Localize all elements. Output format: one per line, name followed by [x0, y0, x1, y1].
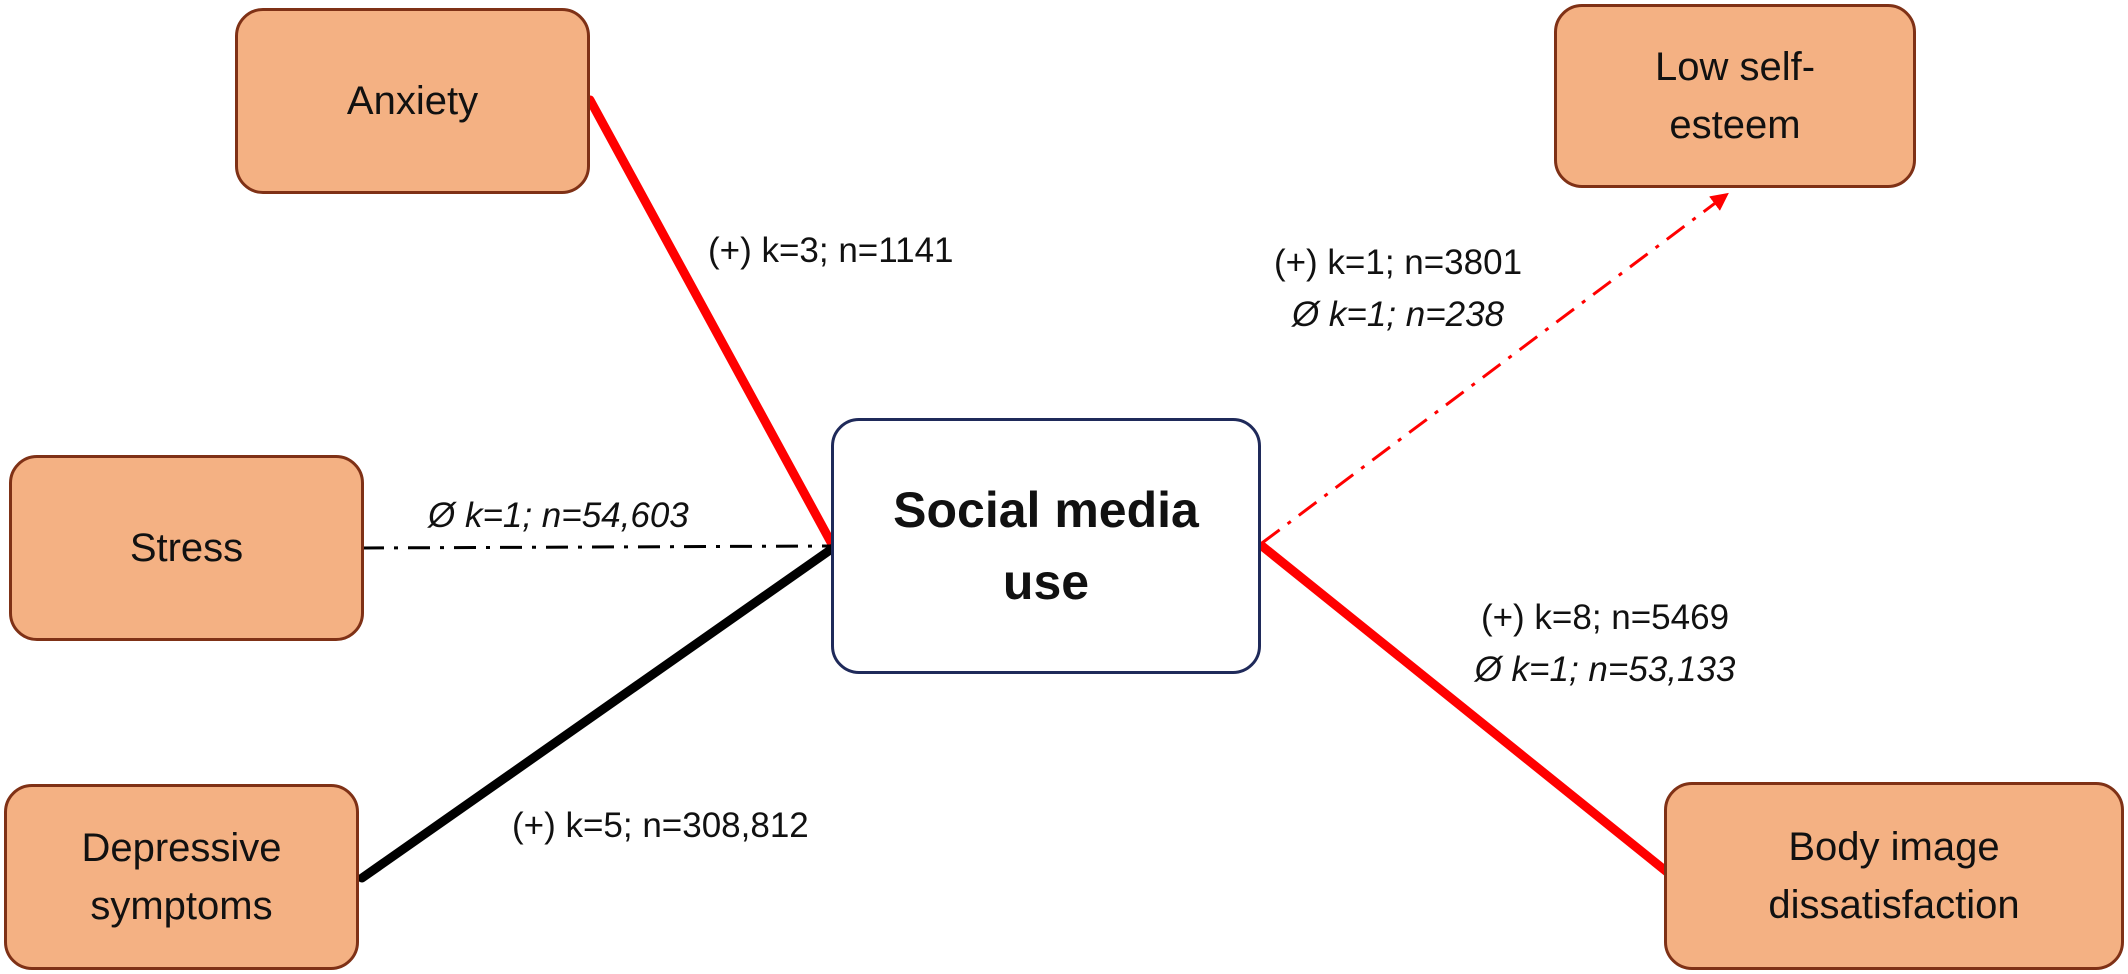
- depressive-symptoms-node: Depressive symptoms: [4, 784, 359, 970]
- social-media-use-label: Social media use: [893, 482, 1199, 610]
- stress-link-label: Ø k=1; n=54,603: [428, 490, 689, 542]
- stress-node: Stress: [9, 455, 364, 641]
- body-image-link-label: (+) k=8; n=5469 Ø k=1; n=53,133: [1450, 592, 1760, 696]
- anxiety-label: Anxiety: [346, 79, 479, 123]
- low-self-esteem-label: Low self- esteem: [1654, 45, 1816, 147]
- depressive-symptoms-label: Depressive symptoms: [81, 826, 282, 928]
- depressive-symptoms-link-label: (+) k=5; n=308,812: [512, 800, 809, 852]
- low-self-esteem-node: Low self- esteem: [1554, 4, 1916, 188]
- body-image-dissatisfaction-node: Body image dissatisfaction: [1664, 782, 2124, 970]
- anxiety-positive-stat: (+) k=3; n=1141: [708, 231, 954, 270]
- depressive-symptoms-positive-stat: (+) k=5; n=308,812: [512, 806, 809, 845]
- body-image-null-stat: Ø k=1; n=53,133: [1474, 650, 1736, 689]
- low-self-esteem-link-line: [1261, 192, 1729, 545]
- stress-label: Stress: [129, 526, 244, 570]
- stress-link-line: [361, 544, 834, 550]
- anxiety-link-label: (+) k=3; n=1141: [708, 225, 954, 277]
- body-image-link-line: [1257, 541, 1677, 881]
- body-image-positive-stat: (+) k=8; n=5469: [1480, 598, 1730, 637]
- low-self-esteem-link-label: (+) k=1; n=3801 Ø k=1; n=238: [1248, 237, 1548, 341]
- low-self-esteem-null-stat: Ø k=1; n=238: [1291, 295, 1505, 334]
- anxiety-node: Anxiety: [235, 8, 590, 194]
- body-image-dissatisfaction-label: Body image dissatisfaction: [1768, 825, 2020, 927]
- stress-null-stat: Ø k=1; n=54,603: [428, 496, 689, 535]
- low-self-esteem-positive-stat: (+) k=1; n=3801: [1273, 243, 1523, 282]
- depressive-symptoms-link-line: [357, 543, 838, 883]
- social-media-use-node: Social media use: [831, 418, 1261, 674]
- anxiety-link-line: [585, 95, 838, 551]
